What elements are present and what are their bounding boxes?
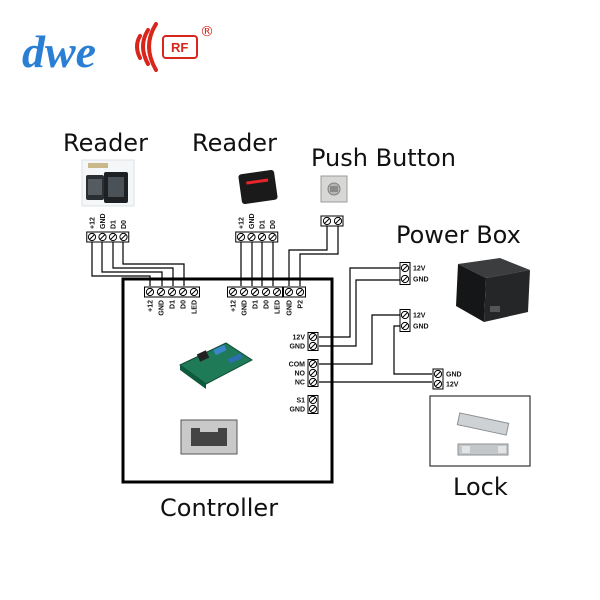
terminal-label: GND <box>100 213 107 229</box>
rf-badge-text: RF <box>171 40 188 55</box>
rf-waves-icon <box>135 22 158 72</box>
terminal-label: +12 <box>148 300 155 312</box>
terminal-label: LED <box>192 300 199 314</box>
terminal-label: +12 <box>90 217 97 229</box>
lock-terminal-block: GND 12V <box>432 368 462 390</box>
terminal-label: GND <box>159 300 166 316</box>
terminal-label: GND <box>413 277 429 284</box>
registered-mark: ® <box>200 24 214 40</box>
terminal-label: D1 <box>260 220 267 229</box>
reader1-label: Reader <box>63 129 148 157</box>
terminal-label: D1 <box>170 300 177 309</box>
brand-logo: dwe RF ® <box>22 22 214 77</box>
controller-box <box>121 277 334 484</box>
terminal-label: D0 <box>270 220 277 229</box>
ethernet-port-icon <box>180 419 238 455</box>
terminal-label: D0 <box>181 300 188 309</box>
reader2-image <box>238 170 278 204</box>
terminal-label: D0 <box>264 300 271 309</box>
power-box-a-terminal-block: 12V GND <box>399 262 429 285</box>
terminal-label: 12V <box>446 382 459 389</box>
terminal-label: NC <box>295 380 305 387</box>
lock-image <box>429 395 531 467</box>
power-box-b-terminal-block: 12V GND <box>399 309 429 332</box>
terminal-label: GND <box>446 372 462 379</box>
wires <box>91 226 432 383</box>
controller-reader1-terminal-block: +12 GND D1 D0 LED <box>144 286 200 316</box>
terminal-label: D1 <box>253 300 260 309</box>
terminal-label: GND <box>289 407 305 414</box>
controller-reader2-terminal-block: +12 GND D1 D0 LED <box>227 286 283 316</box>
controller-p2-terminal-block: GND P2 <box>283 286 306 316</box>
controller-label: Controller <box>160 494 278 522</box>
controller-pcb-image <box>179 342 253 389</box>
terminal-label: S1 <box>296 398 305 405</box>
terminal-label: GND <box>242 300 249 316</box>
terminal-label: P2 <box>298 300 305 309</box>
push-button-image <box>320 175 348 203</box>
logo-brand-text: dwe <box>22 26 96 77</box>
terminal-label: +12 <box>239 217 246 229</box>
rf-badge <box>162 35 198 59</box>
push-button-terminal-block <box>320 215 344 227</box>
power-box-label: Power Box <box>396 221 521 249</box>
reader2-label: Reader <box>192 129 277 157</box>
reader1-image <box>81 159 135 207</box>
power-box-image <box>456 258 530 322</box>
terminal-label: 12V <box>413 266 426 273</box>
lock-label: Lock <box>453 473 508 501</box>
terminal-label: 12V <box>413 313 426 320</box>
terminal-label: GND <box>289 344 305 351</box>
controller-relay-terminal-block: COM NO NC <box>289 359 319 387</box>
terminal-label: GND <box>413 324 429 331</box>
terminal-label: NO <box>295 371 306 378</box>
push-button-label: Push Button <box>311 144 456 172</box>
terminal-label: GND <box>287 300 294 316</box>
terminal-label: D1 <box>111 220 118 229</box>
terminal-label: 12V <box>293 335 306 342</box>
terminal-label: D0 <box>121 220 128 229</box>
controller-power-terminal-block: 12V GND <box>289 332 319 351</box>
terminal-label: COM <box>289 362 306 369</box>
terminal-label: +12 <box>231 300 238 312</box>
terminal-label: GND <box>249 213 256 229</box>
terminal-label: LED <box>275 300 282 314</box>
